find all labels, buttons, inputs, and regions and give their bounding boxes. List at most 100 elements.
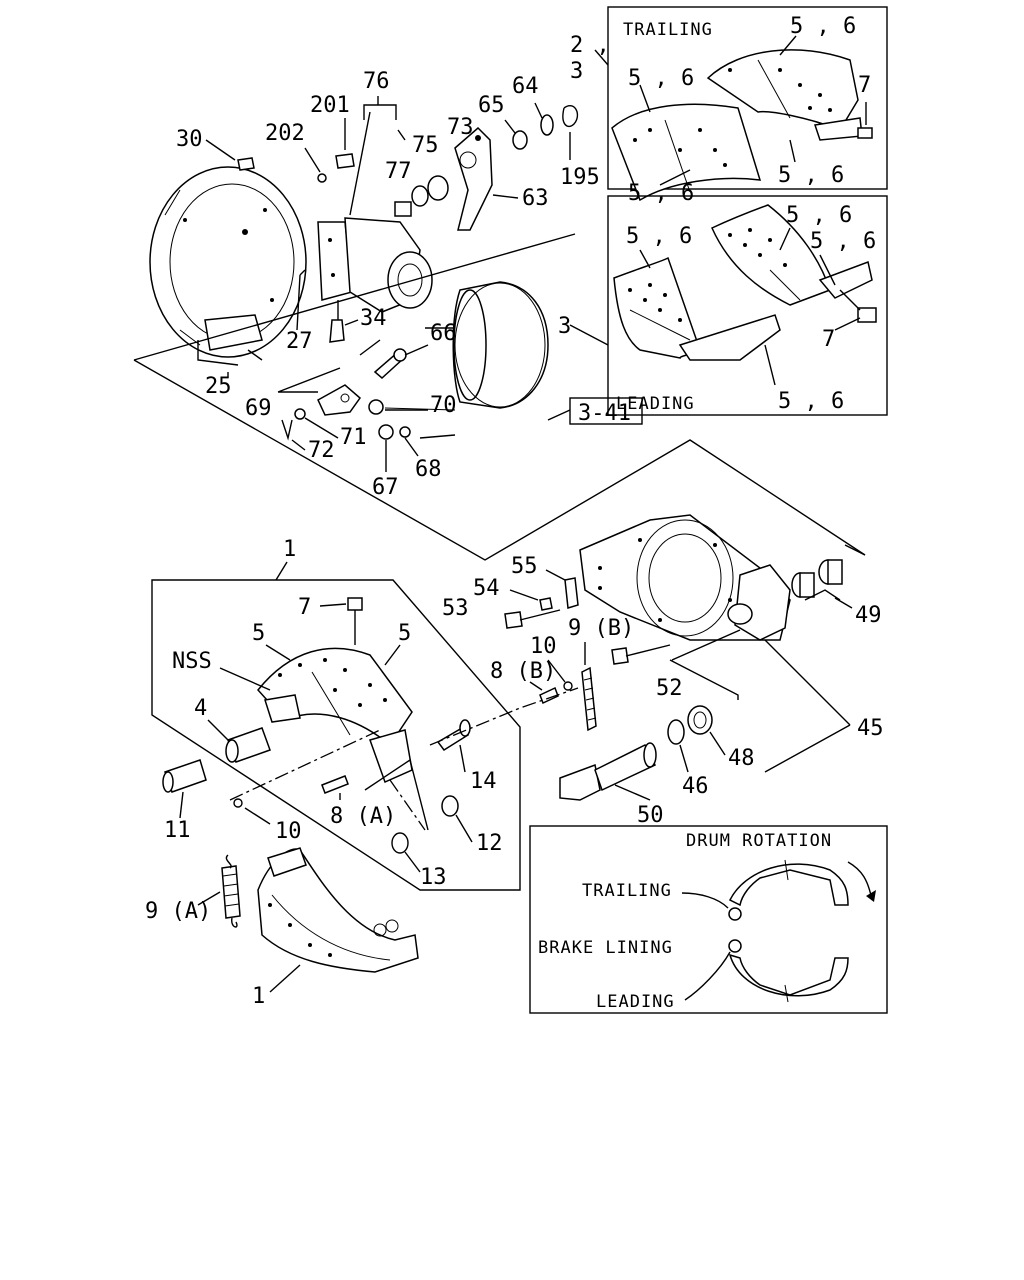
- trailing-inset-frame: [607, 6, 888, 190]
- anchor-pin-11: [162, 759, 207, 793]
- clevis-69: [317, 384, 362, 416]
- callout-5-shoe-right: 5: [398, 621, 411, 646]
- camshaft-bracket: [317, 217, 433, 313]
- callout-52: 52: [656, 676, 683, 701]
- leading-inset-frame: [607, 195, 888, 416]
- callout-14: 14: [470, 769, 497, 794]
- trailing-lining-segment-right: [706, 49, 863, 141]
- callout-49: 49: [855, 603, 882, 628]
- callout-201: 201: [310, 93, 350, 118]
- callout-64: 64: [512, 74, 539, 99]
- legend-brake-lining-caption: BRAKE LINING: [538, 938, 673, 958]
- trailing-lining-inset: TRAILING 5 , 6 5 , 6 5 , 6 5 , 6 7: [607, 6, 888, 206]
- camshaft-50: [559, 742, 657, 801]
- callout-66: 66: [430, 321, 457, 346]
- callout-71: 71: [340, 425, 367, 450]
- callout-27: 27: [286, 329, 313, 354]
- drum-rotation-caption: DRUM ROTATION: [686, 831, 832, 851]
- callout-50: 50: [637, 803, 664, 828]
- clevis-pin-66: [373, 348, 407, 380]
- callout-1-bottom: 1: [252, 984, 265, 1009]
- bushings-76-77: [394, 175, 449, 217]
- callout-55: 55: [511, 554, 538, 579]
- brake-shoe-lower: [257, 847, 419, 973]
- drum-rotation-legend: DRUM ROTATION TRAILING BRAKE LINING LEAD…: [529, 825, 888, 1014]
- callout-5-shoe-left: 5: [252, 621, 265, 646]
- callout-2-3-top: 2 ,: [570, 33, 610, 58]
- spring-9a: [221, 854, 241, 928]
- bolt-53: [504, 609, 561, 629]
- callout-5-6-leading-top: 5 , 6: [786, 203, 852, 228]
- backing-plate: [149, 166, 307, 358]
- callout-73: 73: [447, 115, 474, 140]
- callout-1-top: 1: [283, 537, 296, 562]
- callout-46: 46: [682, 774, 709, 799]
- roller-4: [225, 727, 271, 763]
- trailing-rivet: [857, 102, 873, 139]
- callout-48: 48: [728, 746, 755, 771]
- callout-67: 67: [372, 475, 399, 500]
- callout-5-6-trailing-left: 5 , 6: [628, 66, 694, 91]
- washer-46-ring-48: [667, 705, 713, 745]
- trailing-box-caption: TRAILING: [623, 20, 713, 40]
- callout-5-6-leading-left: 5 , 6: [626, 224, 692, 249]
- callout-11: 11: [164, 818, 191, 843]
- callout-12: 12: [476, 831, 503, 856]
- brake-chamber: [419, 281, 571, 439]
- leading-box-caption: LEADING: [616, 394, 695, 414]
- callout-75: 75: [412, 133, 439, 158]
- callout-70: 70: [430, 393, 457, 418]
- callout-65: 65: [478, 93, 505, 118]
- leading-lining-segment-left: [613, 256, 781, 361]
- reference-box-3-41[interactable]: 3-41: [569, 397, 643, 426]
- callout-53: 53: [442, 596, 469, 621]
- callout-5-6-leading-bottom: 5 , 6: [778, 389, 844, 414]
- callout-10-left: 10: [275, 819, 302, 844]
- legend-frame: [529, 825, 888, 1014]
- leading-rivet: [839, 289, 877, 323]
- trailing-lining-segment-left: [611, 103, 762, 202]
- callout-195: 195: [560, 165, 600, 190]
- callout-72: 72: [308, 438, 335, 463]
- callout-30: 30: [176, 127, 203, 152]
- leading-lining-inset: LEADING 5 , 6 5 , 6 5 , 6 5 , 6 7: [607, 195, 888, 416]
- callout-63: 63: [522, 186, 549, 211]
- brake-shoe-upper: [257, 647, 413, 784]
- ring-13: [391, 832, 409, 854]
- bushings-49: [791, 559, 843, 598]
- callout-2-3-top-b: 3: [570, 59, 583, 84]
- callout-5-6-trailing-bottom-right: 5 , 6: [778, 163, 844, 188]
- bushing-12: [441, 795, 459, 817]
- callout-8b: 8 (B): [490, 659, 556, 684]
- callout-68: 68: [415, 457, 442, 482]
- rivet-7-shoe: [347, 597, 363, 645]
- callout-7-trailing: 7: [858, 73, 871, 98]
- callout-77: 77: [385, 159, 412, 184]
- clip-10-right: [563, 681, 573, 691]
- slack-adjuster-63: [454, 126, 493, 231]
- clip-10-left: [233, 798, 243, 808]
- drum-lining-diagram: [728, 859, 849, 1003]
- leading-lining-segment-right: [711, 204, 873, 306]
- reference-3-41-label: 3-41: [578, 401, 631, 426]
- nss-label: NSS: [172, 649, 212, 674]
- callout-5-6-leading-right: 5 , 6: [810, 229, 876, 254]
- callout-8a: 8 (A): [330, 804, 396, 829]
- pin-8a: [321, 775, 349, 794]
- callout-4: 4: [194, 696, 207, 721]
- callout-76: 76: [363, 69, 390, 94]
- spring-9b: [581, 666, 597, 732]
- callout-54: 54: [473, 576, 500, 601]
- callout-45: 45: [857, 716, 884, 741]
- callout-13: 13: [420, 865, 447, 890]
- grease-fitting-34: [329, 300, 345, 343]
- washer-54-bracket-55: [539, 577, 579, 611]
- legend-trailing-caption: TRAILING: [582, 881, 672, 901]
- callout-34: 34: [360, 306, 387, 331]
- callout-202: 202: [265, 121, 305, 146]
- bolts-30-201-202: [237, 153, 355, 183]
- callout-7-leading: 7: [822, 327, 835, 352]
- callout-5-6-trailing-top: 5 , 6: [790, 14, 856, 39]
- callout-7-shoe: 7: [298, 595, 311, 620]
